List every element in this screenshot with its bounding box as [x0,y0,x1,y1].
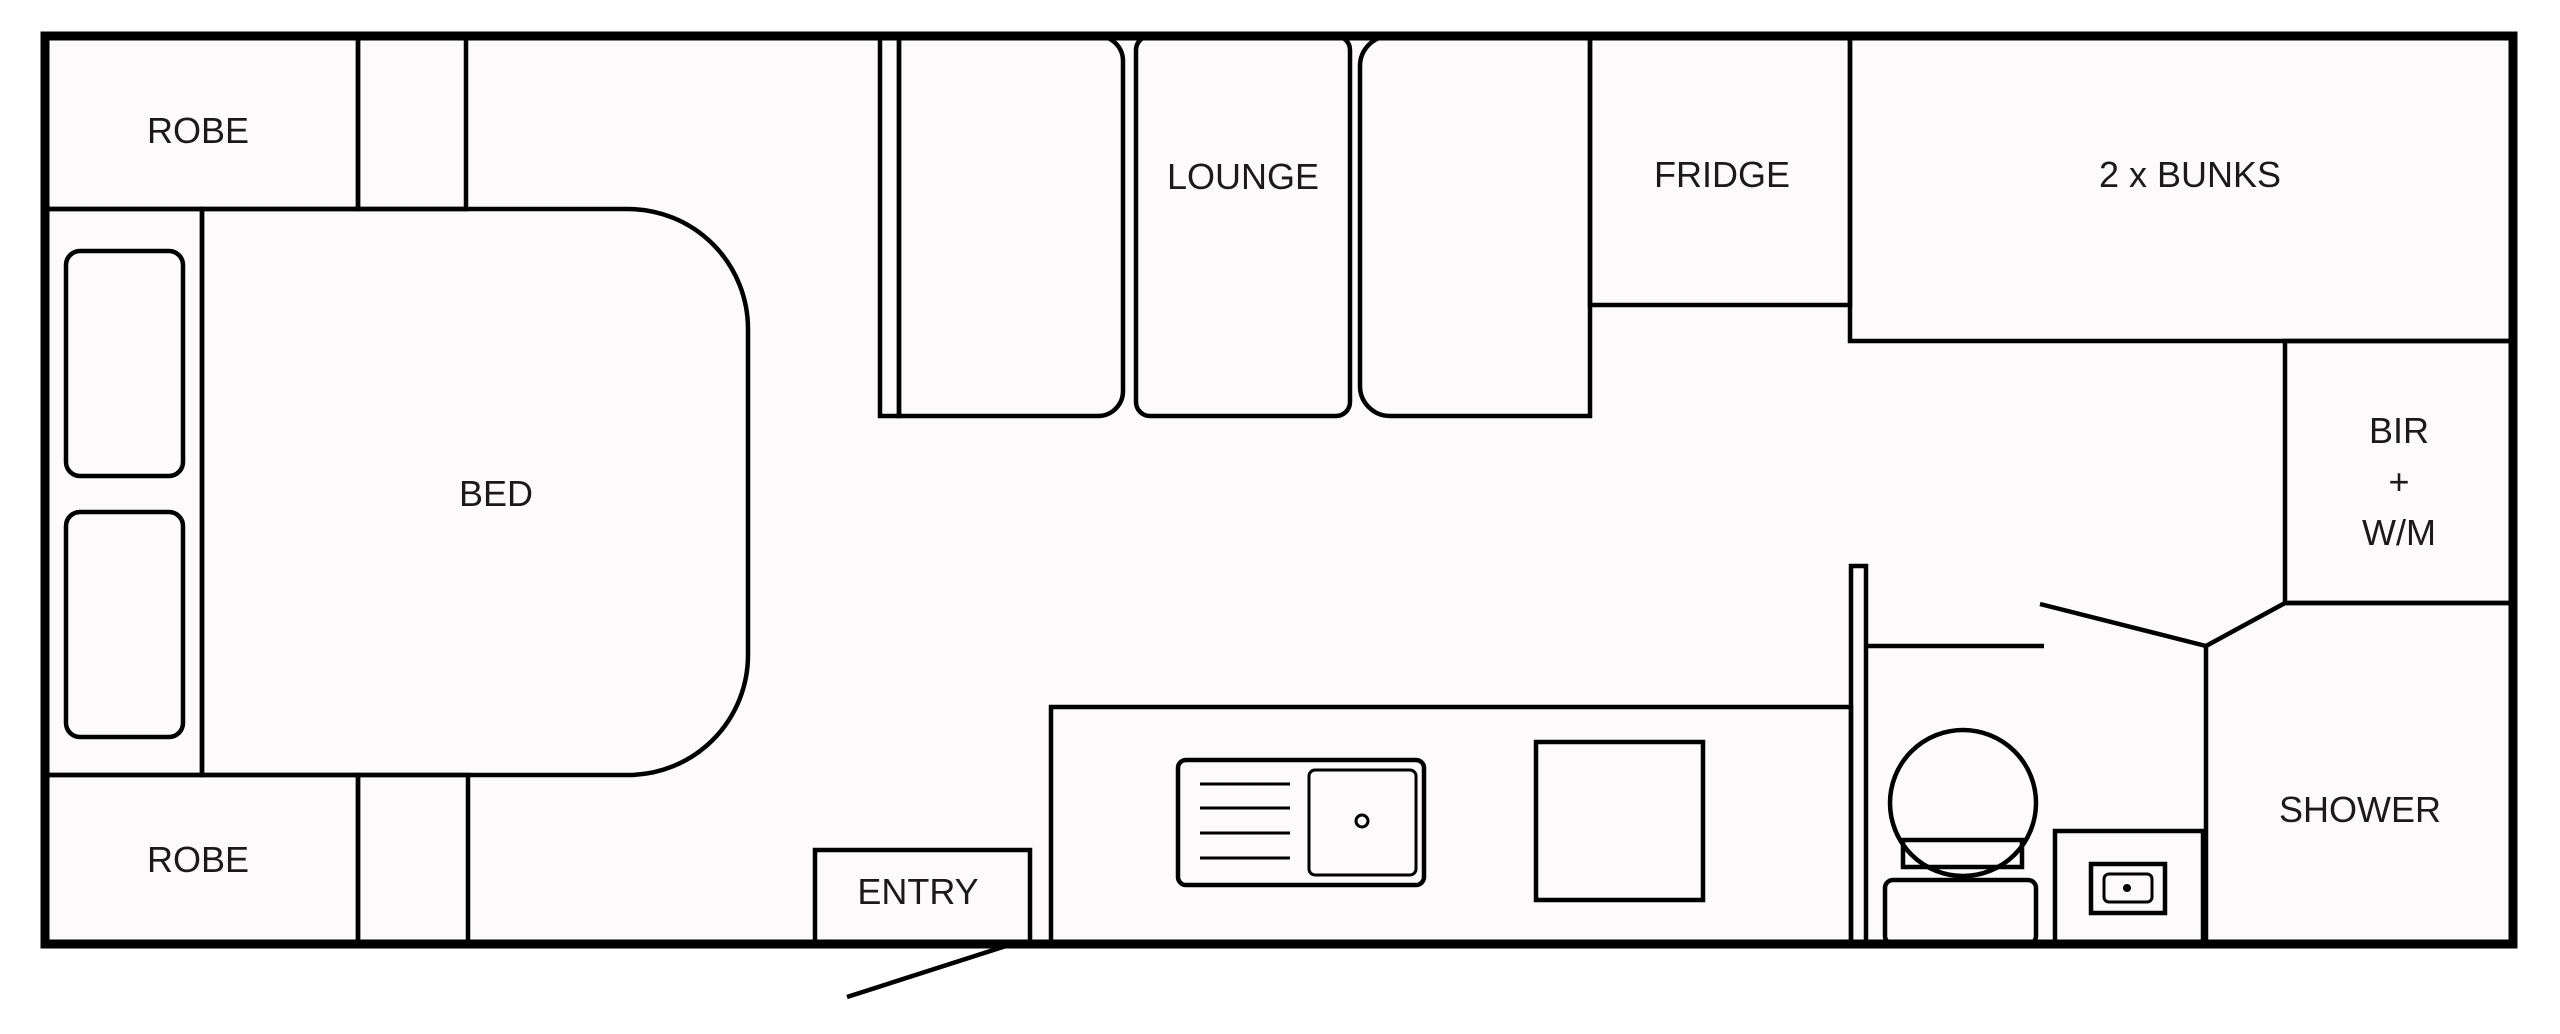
bir-label-line2: + [2388,461,2409,502]
pillow-top [63,248,186,479]
fridge-label: FRIDGE [1654,154,1790,195]
lounge-label: LOUNGE [1167,156,1319,197]
bathroom-door-swing [2039,601,2207,649]
robe-top-label: ROBE [147,110,249,151]
bed: BED [42,206,751,778]
bir-label-line1: BIR [2369,410,2429,451]
robe-bottom-label: ROBE [147,839,249,880]
bir-label-line3: W/M [2362,512,2436,553]
outer-wall [40,31,2518,949]
kitchen-sink-icon [1175,757,1427,888]
door-swing-icon [846,943,1007,1000]
shower: SHOWER [2203,600,2513,944]
shower-label: SHOWER [2279,789,2441,830]
bed-mattress [199,206,751,778]
bed-label: BED [459,473,533,514]
pillow-bottom [63,509,186,740]
cooktop-icon [1533,739,1706,903]
bunks-label: 2 x BUNKS [2099,154,2281,195]
floor-area [45,36,2513,944]
entry-label: ENTRY [857,871,978,912]
entry: ENTRY [812,847,1033,1000]
